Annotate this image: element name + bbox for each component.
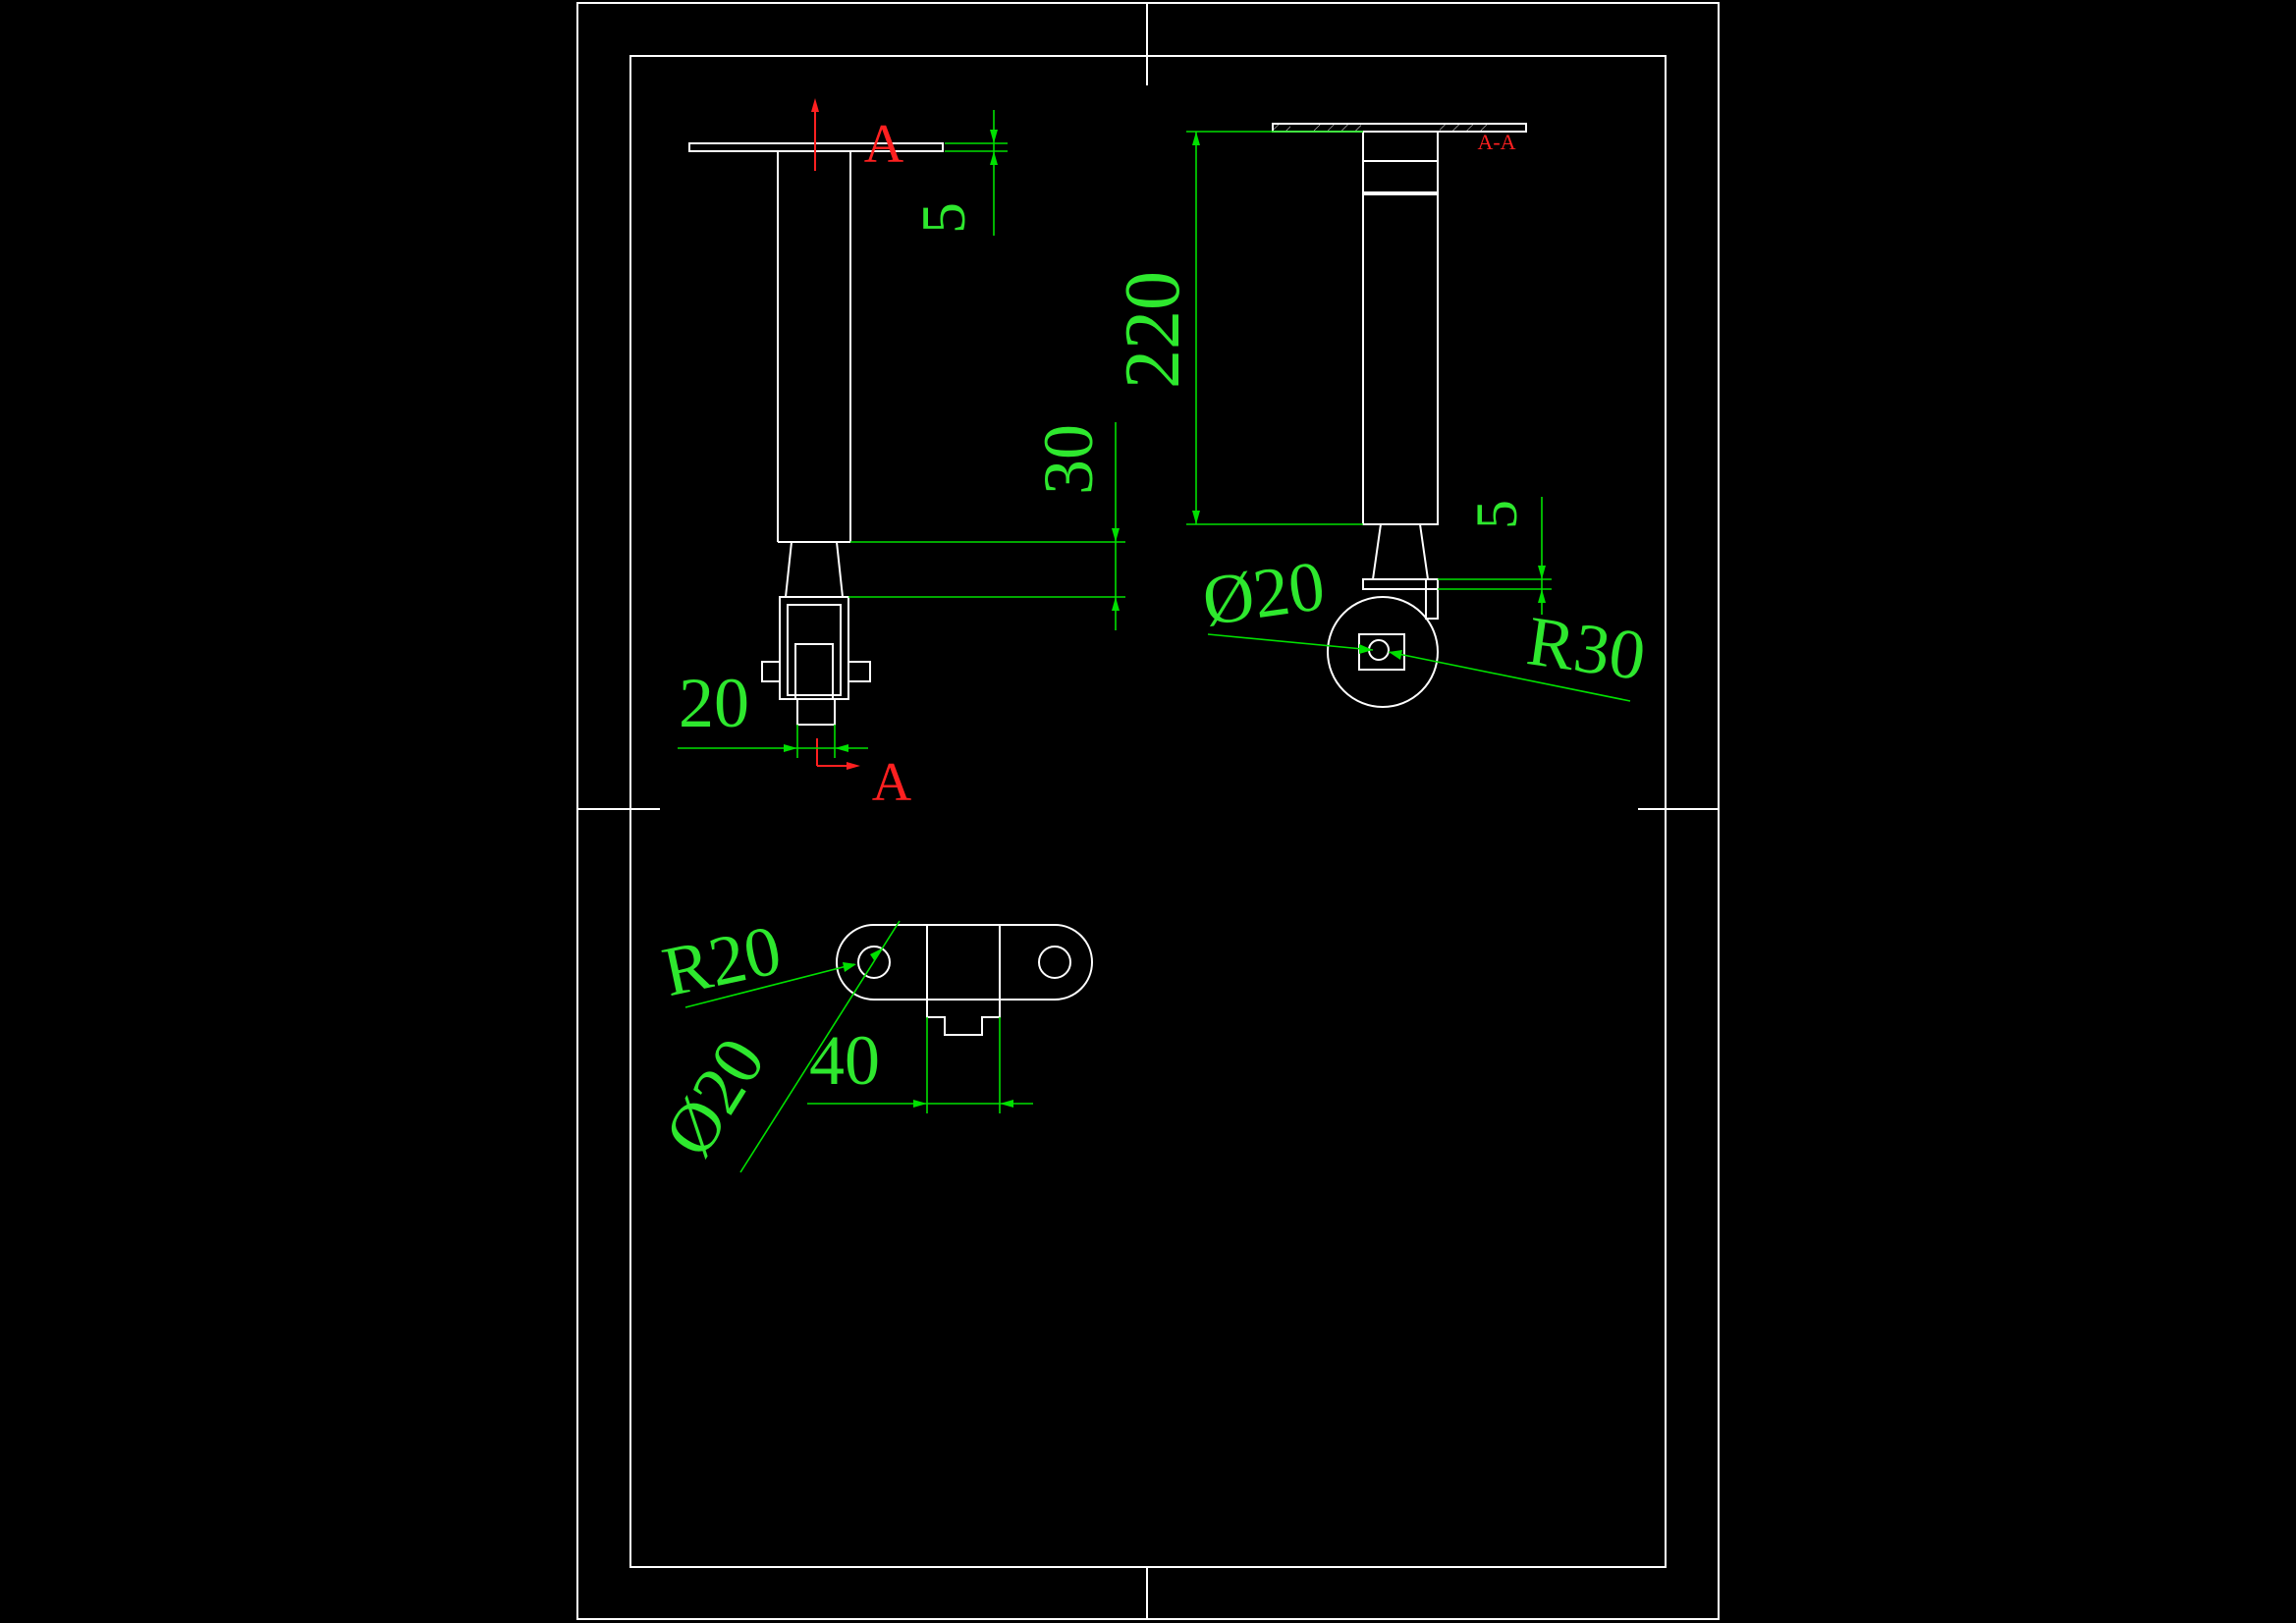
outer-border <box>576 2 1720 1620</box>
dim-leg-length-label: 220 <box>1110 271 1196 389</box>
section-wheel <box>1327 596 1439 708</box>
dim-leg-length: 220 <box>1110 131 1363 525</box>
mounting-tab <box>926 1000 1001 1036</box>
sheet-frame <box>576 2 1720 1620</box>
dim-center-width-label: 40 <box>809 1021 880 1100</box>
dim-small-gap: 5 <box>1438 497 1552 615</box>
dim-axle-diameter: Ø20 <box>1198 546 1374 654</box>
section-neck <box>1362 523 1439 620</box>
section-view: A-A <box>1110 123 1650 708</box>
dim-axle-diameter-label: Ø20 <box>1198 546 1330 640</box>
dim-bracket-height: 30 <box>848 422 1125 630</box>
dim-plate-label: 5 <box>908 202 978 234</box>
front-view: A A 5 30 <box>678 98 1125 813</box>
leg-tube <box>777 151 851 543</box>
dim-center-width: 40 <box>807 1017 1033 1113</box>
dim-small-gap-label: 5 <box>1464 500 1529 529</box>
dim-wheel-radius: R30 <box>1388 601 1650 702</box>
section-mark-top: A <box>811 98 904 175</box>
dim-end-radius-label: R20 <box>656 910 788 1011</box>
caster-bracket <box>761 596 871 726</box>
section-boss <box>1362 131 1439 524</box>
top-view: R20 Ø20 40 <box>649 910 1093 1173</box>
section-label-top: A <box>864 114 904 175</box>
section-label-bottom: A <box>872 752 912 813</box>
dim-wheel-radius-label: R30 <box>1522 601 1650 695</box>
caster-neck <box>784 541 845 598</box>
mounting-bar <box>836 924 1093 1001</box>
dim-end-radius: R20 <box>656 910 856 1011</box>
dim-wheel-width-label: 20 <box>679 664 749 742</box>
section-mark-bottom: A <box>816 738 912 813</box>
dim-hole-diameter-label: Ø20 <box>649 1025 781 1170</box>
dim-plate-thickness: 5 <box>908 110 1008 236</box>
dim-bracket-label: 30 <box>1029 424 1108 495</box>
dim-wheel-width: 20 <box>678 664 868 758</box>
section-plate <box>1272 123 1527 133</box>
section-leg <box>1362 160 1439 525</box>
section-view-title: A-A <box>1477 130 1515 154</box>
